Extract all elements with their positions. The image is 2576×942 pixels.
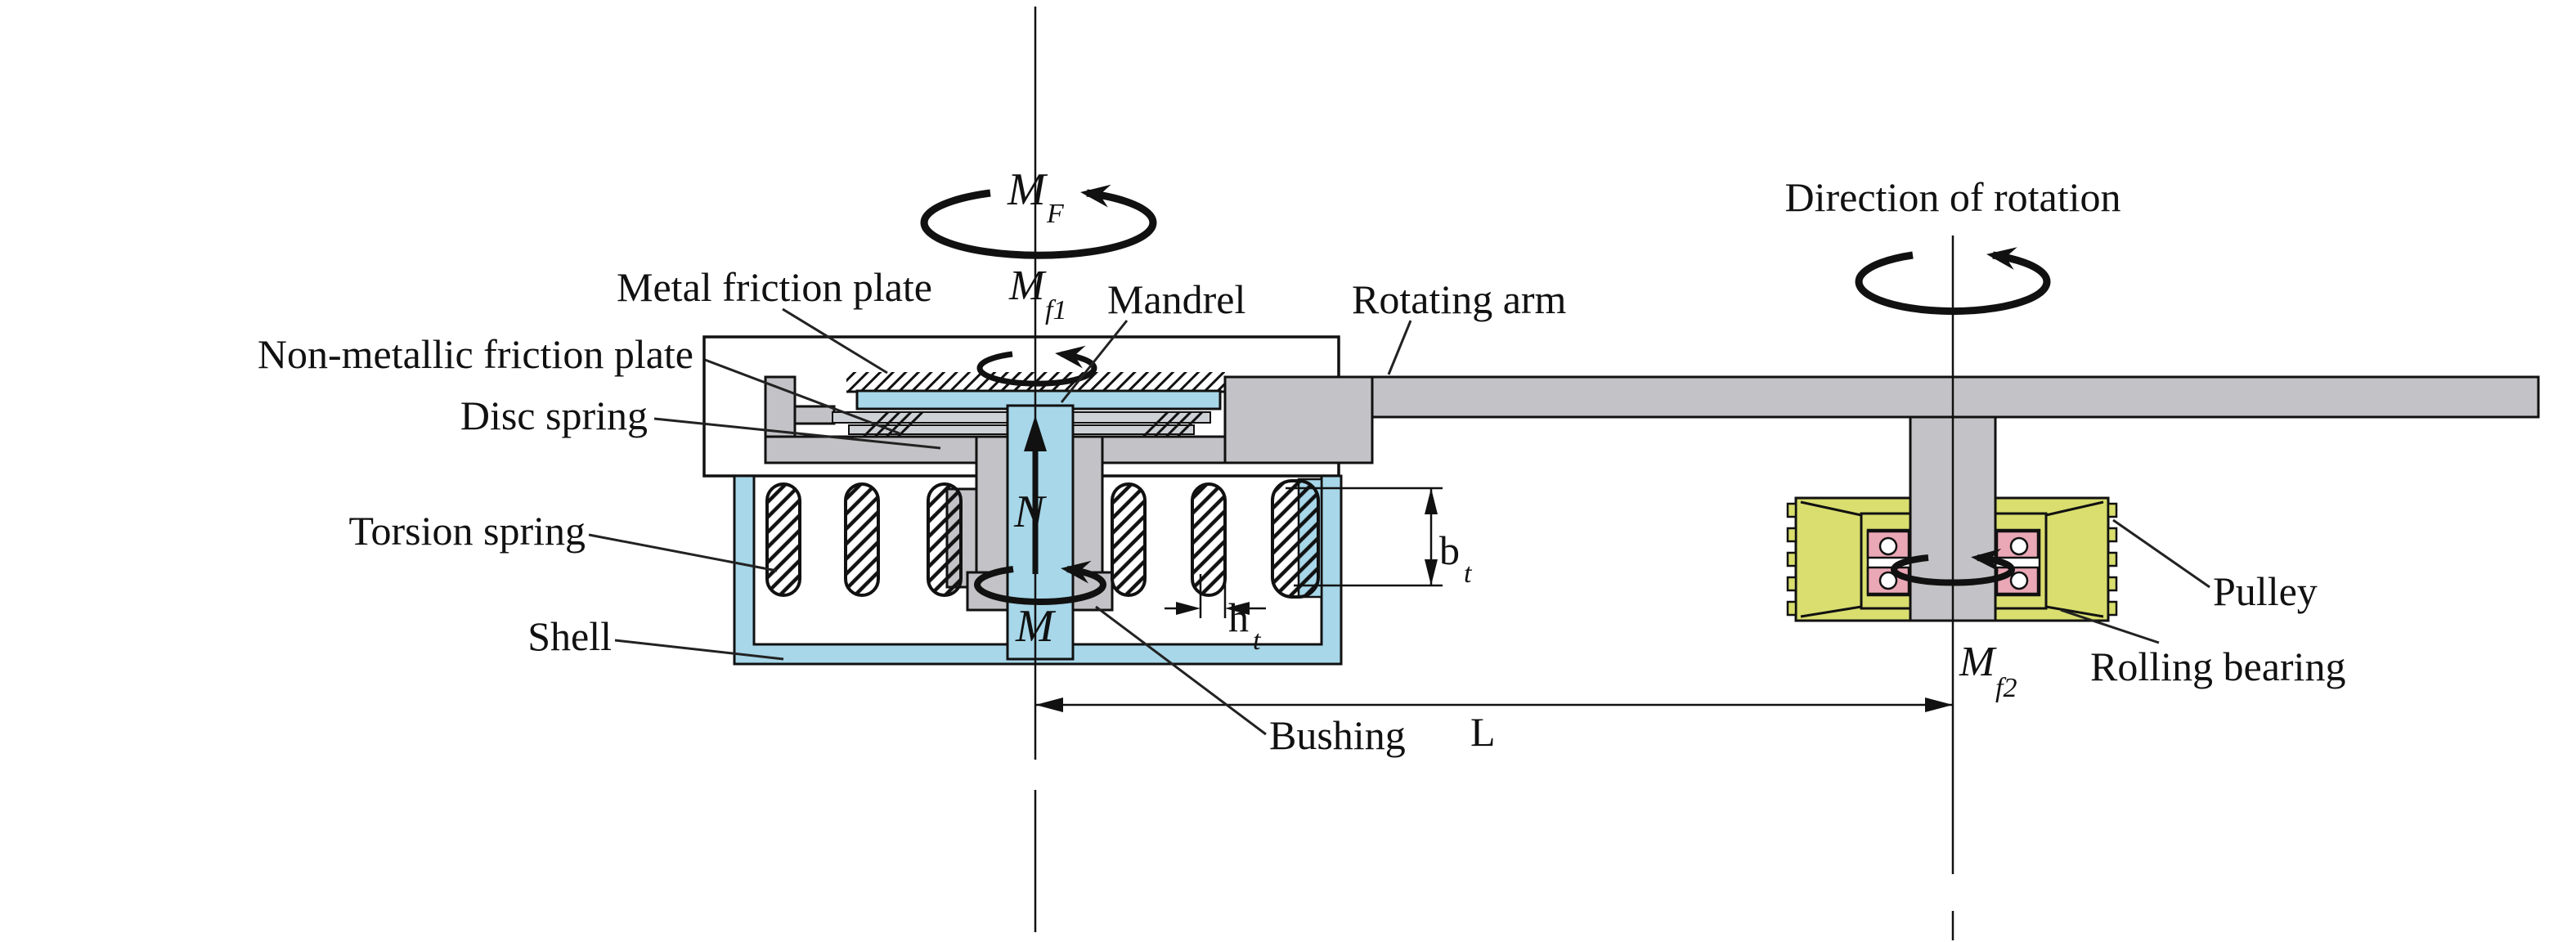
torsion-spring — [765, 482, 801, 597]
leader-mandrel — [1060, 320, 1129, 403]
torsion-spring — [927, 482, 963, 597]
disc-spring-hatch — [862, 410, 1204, 438]
leader-pulley — [2112, 518, 2210, 589]
label-rolling-bearing: Rolling bearing — [2090, 644, 2345, 689]
leader-torsion-spring — [588, 533, 778, 572]
torsion-spring — [1111, 482, 1147, 597]
pulley-groove-lines — [1800, 500, 2104, 618]
dim-arrow — [1225, 602, 1250, 615]
rotating-arm-bar — [1371, 375, 2540, 419]
rolling-bearings — [1866, 530, 2040, 595]
arm-hub-block — [1223, 375, 1374, 464]
bearing-ball — [2009, 536, 2029, 556]
symbol-M: M — [1015, 601, 1057, 652]
m-rotation-arrow — [974, 560, 1106, 605]
torsion-spring — [844, 482, 880, 597]
n-arrowhead — [1024, 415, 1047, 451]
bearing-ball — [2009, 571, 2029, 590]
label-non-metallic-friction-plate: Non-metallic friction plate — [258, 331, 693, 377]
label-pulley: Pulley — [2213, 568, 2318, 614]
torsion-spring — [1191, 482, 1227, 597]
symbol-bt: b t — [1439, 527, 1473, 589]
direction-rotation-arrow — [1855, 247, 2051, 316]
symbol-ht: h t — [1228, 594, 1262, 656]
label-bushing: Bushing — [1269, 712, 1406, 758]
pulley-serration — [1786, 502, 2118, 617]
dim-arrow — [1925, 698, 1953, 712]
mf-rotation-arrow — [920, 184, 1157, 259]
mf2-symbol: M — [1959, 639, 1997, 685]
mf-symbol: M — [1007, 164, 1048, 215]
label-shell: Shell — [527, 613, 612, 659]
bracket-left-post — [764, 375, 797, 440]
label-disc-spring: Disc spring — [460, 392, 648, 438]
torsion-spring — [1271, 479, 1320, 599]
symbol-L: L — [1470, 709, 1496, 755]
mf-subscript: F — [1046, 199, 1065, 229]
bt-symbol: b — [1439, 527, 1460, 573]
dim-arrow — [1176, 602, 1200, 615]
shell-outline — [733, 474, 1343, 666]
bt-subscript: t — [1464, 558, 1473, 589]
bearing-ball — [1878, 536, 1898, 556]
rolling-bearing-block — [1866, 530, 1910, 559]
bearing-rotation-arrow — [1891, 548, 2015, 586]
bearing-ball — [1878, 571, 1898, 590]
dim-arrow — [1425, 559, 1438, 585]
mf1-symbol: M — [1008, 262, 1047, 309]
leader-rolling-bearing — [2060, 608, 2160, 644]
leader-rotating-arm — [1387, 320, 1412, 375]
dim-L — [1035, 698, 1953, 712]
leader-shell — [614, 639, 784, 661]
mf2-subscript: f2 — [1995, 673, 2017, 703]
axes — [1034, 7, 1954, 940]
torsion-springs — [765, 479, 1320, 599]
symbol-MF: M F — [1007, 164, 1065, 229]
label-mandrel: Mandrel — [1107, 276, 1245, 322]
dim-arrow — [1425, 488, 1438, 514]
bracket-step — [793, 405, 836, 425]
leader-disc-spring — [653, 417, 941, 450]
label-metal-friction-plate: Metal friction plate — [617, 264, 932, 310]
label-direction-of-rotation: Direction of rotation — [1785, 174, 2121, 220]
symbol-Mf2: M f2 — [1959, 639, 2017, 703]
leader-non-metallic-plate — [704, 358, 900, 435]
leader-bushing — [1095, 605, 1267, 736]
label-rotating-arm: Rotating arm — [1352, 276, 1567, 322]
dim-bt — [1286, 487, 1443, 587]
symbol-N: N — [1013, 487, 1047, 537]
n-force-arrow — [1024, 415, 1047, 574]
mf1-subscript: f1 — [1045, 295, 1066, 325]
leader-metal-friction-plate — [782, 307, 888, 375]
dim-ht — [1165, 574, 1266, 618]
ht-subscript: t — [1253, 626, 1262, 656]
symbol-Mf1: M f1 — [1008, 262, 1066, 325]
ht-symbol: h — [1228, 594, 1249, 640]
label-torsion-spring: Torsion spring — [348, 508, 586, 554]
leader-lines — [588, 307, 2210, 736]
dim-arrow — [1035, 698, 1063, 712]
